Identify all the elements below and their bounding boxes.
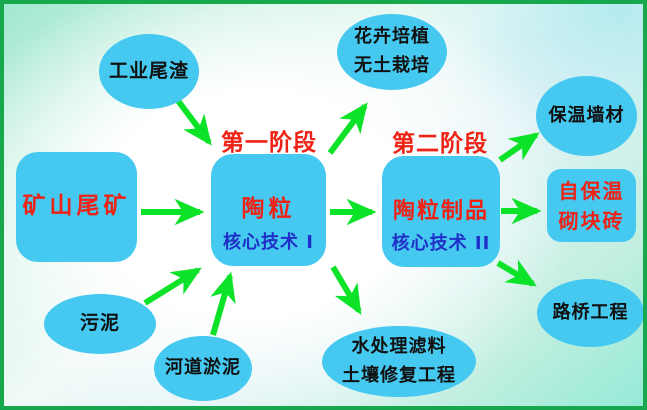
node-water-treatment-line1: 水处理滤料 xyxy=(351,335,447,357)
node-self-insulating-block-line1: 自保温 xyxy=(558,178,625,203)
node-ceramsite: 陶粒 核心技术 I xyxy=(211,154,326,266)
node-ceramsite-subtitle: 核心技术 I xyxy=(223,232,314,254)
node-river-silt-label: 河道淤泥 xyxy=(165,357,241,379)
node-ceramsite-products: 陶粒制品 核心技术 II xyxy=(382,156,500,267)
arrow-sludge-to-ceramsite xyxy=(143,267,202,306)
arrow-ceramsite-to-water-treatment xyxy=(330,265,362,315)
node-sludge-label: 污泥 xyxy=(79,312,120,335)
arrow-ceramsite-to-flower-cultivation xyxy=(327,102,368,155)
node-road-bridge: 路桥工程 xyxy=(537,279,643,347)
node-flower-cultivation-line2: 无土栽培 xyxy=(354,55,430,76)
arrow-river-silt-to-ceramsite xyxy=(210,271,236,336)
arrow-products-to-road-bridge xyxy=(496,259,537,287)
node-flower-cultivation-line1: 花卉培植 xyxy=(354,26,430,48)
node-sludge: 污泥 xyxy=(44,294,156,354)
node-ceramsite-products-subtitle: 核心技术 II xyxy=(391,233,491,255)
node-industrial-slag-label: 工业尾渣 xyxy=(108,59,189,82)
node-water-treatment: 水处理滤料 土壤修复工程 xyxy=(322,326,476,397)
node-river-silt: 河道淤泥 xyxy=(154,336,252,401)
node-mine-tailings: 矿山尾矿 xyxy=(16,152,137,262)
node-ceramsite-title: 陶粒 xyxy=(241,196,296,223)
stage2-label: 第二阶段 xyxy=(392,131,488,157)
arrow-industrial-slag-to-ceramsite xyxy=(173,96,212,146)
node-road-bridge-label: 路桥工程 xyxy=(552,301,629,323)
node-industrial-slag: 工业尾渣 xyxy=(99,34,199,109)
node-flower-cultivation: 花卉培植 无土栽培 xyxy=(337,14,447,90)
node-self-insulating-block-line2: 砌块砖 xyxy=(558,208,625,233)
node-insulation-wall: 保温墙材 xyxy=(536,76,637,156)
node-insulation-wall-label: 保温墙材 xyxy=(548,104,625,126)
node-ceramsite-products-title: 陶粒制品 xyxy=(392,198,489,224)
node-self-insulating-block: 自保温 砌块砖 xyxy=(547,169,636,242)
node-water-treatment-line2: 土壤修复工程 xyxy=(342,364,456,386)
arrow-products-to-insulation-wall xyxy=(498,132,540,163)
stage1-label: 第一阶段 xyxy=(221,130,317,156)
node-mine-tailings-label: 矿山尾矿 xyxy=(22,193,131,220)
